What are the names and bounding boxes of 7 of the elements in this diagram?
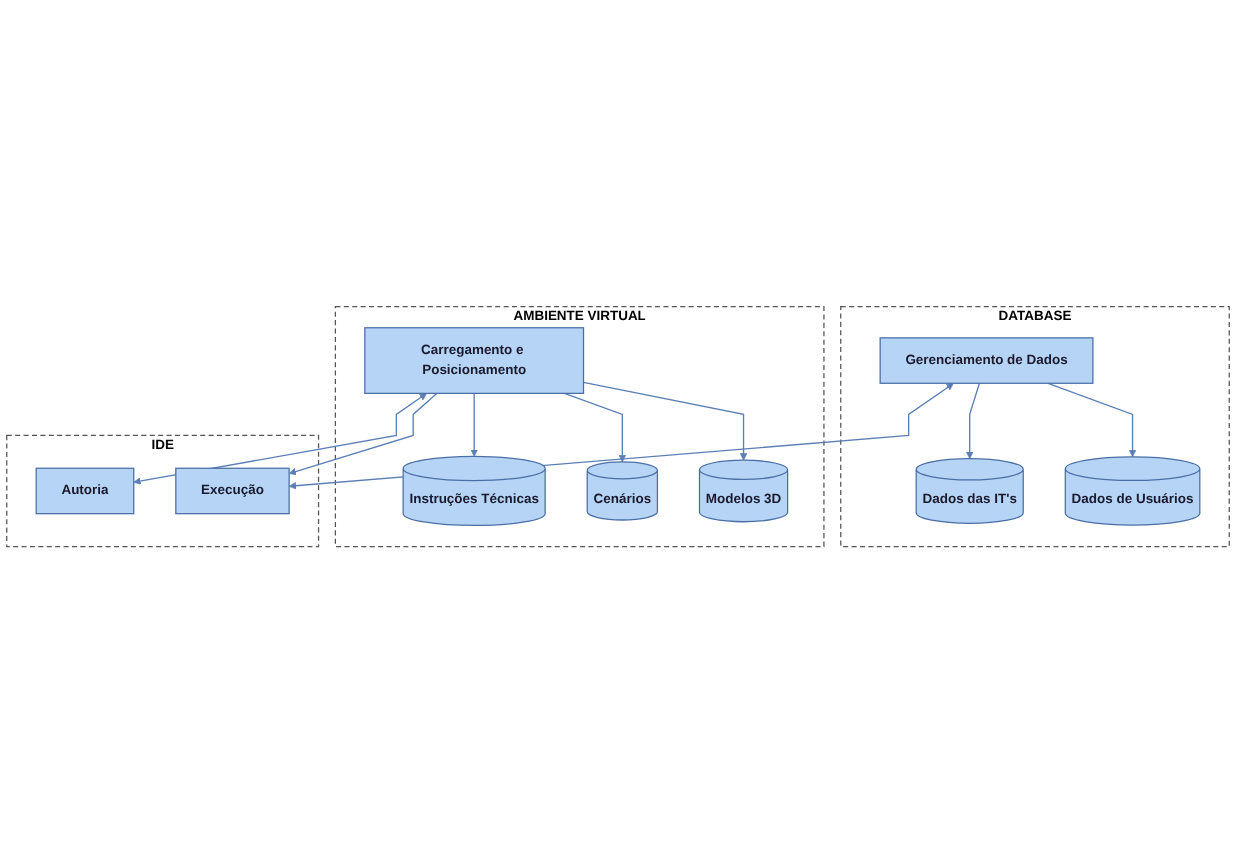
arrow [1047,381,1137,457]
arrow [288,392,438,475]
arrow [133,392,427,485]
arrow [966,381,981,459]
arrow [582,381,748,460]
arrow [470,392,478,457]
arrow [563,392,627,462]
